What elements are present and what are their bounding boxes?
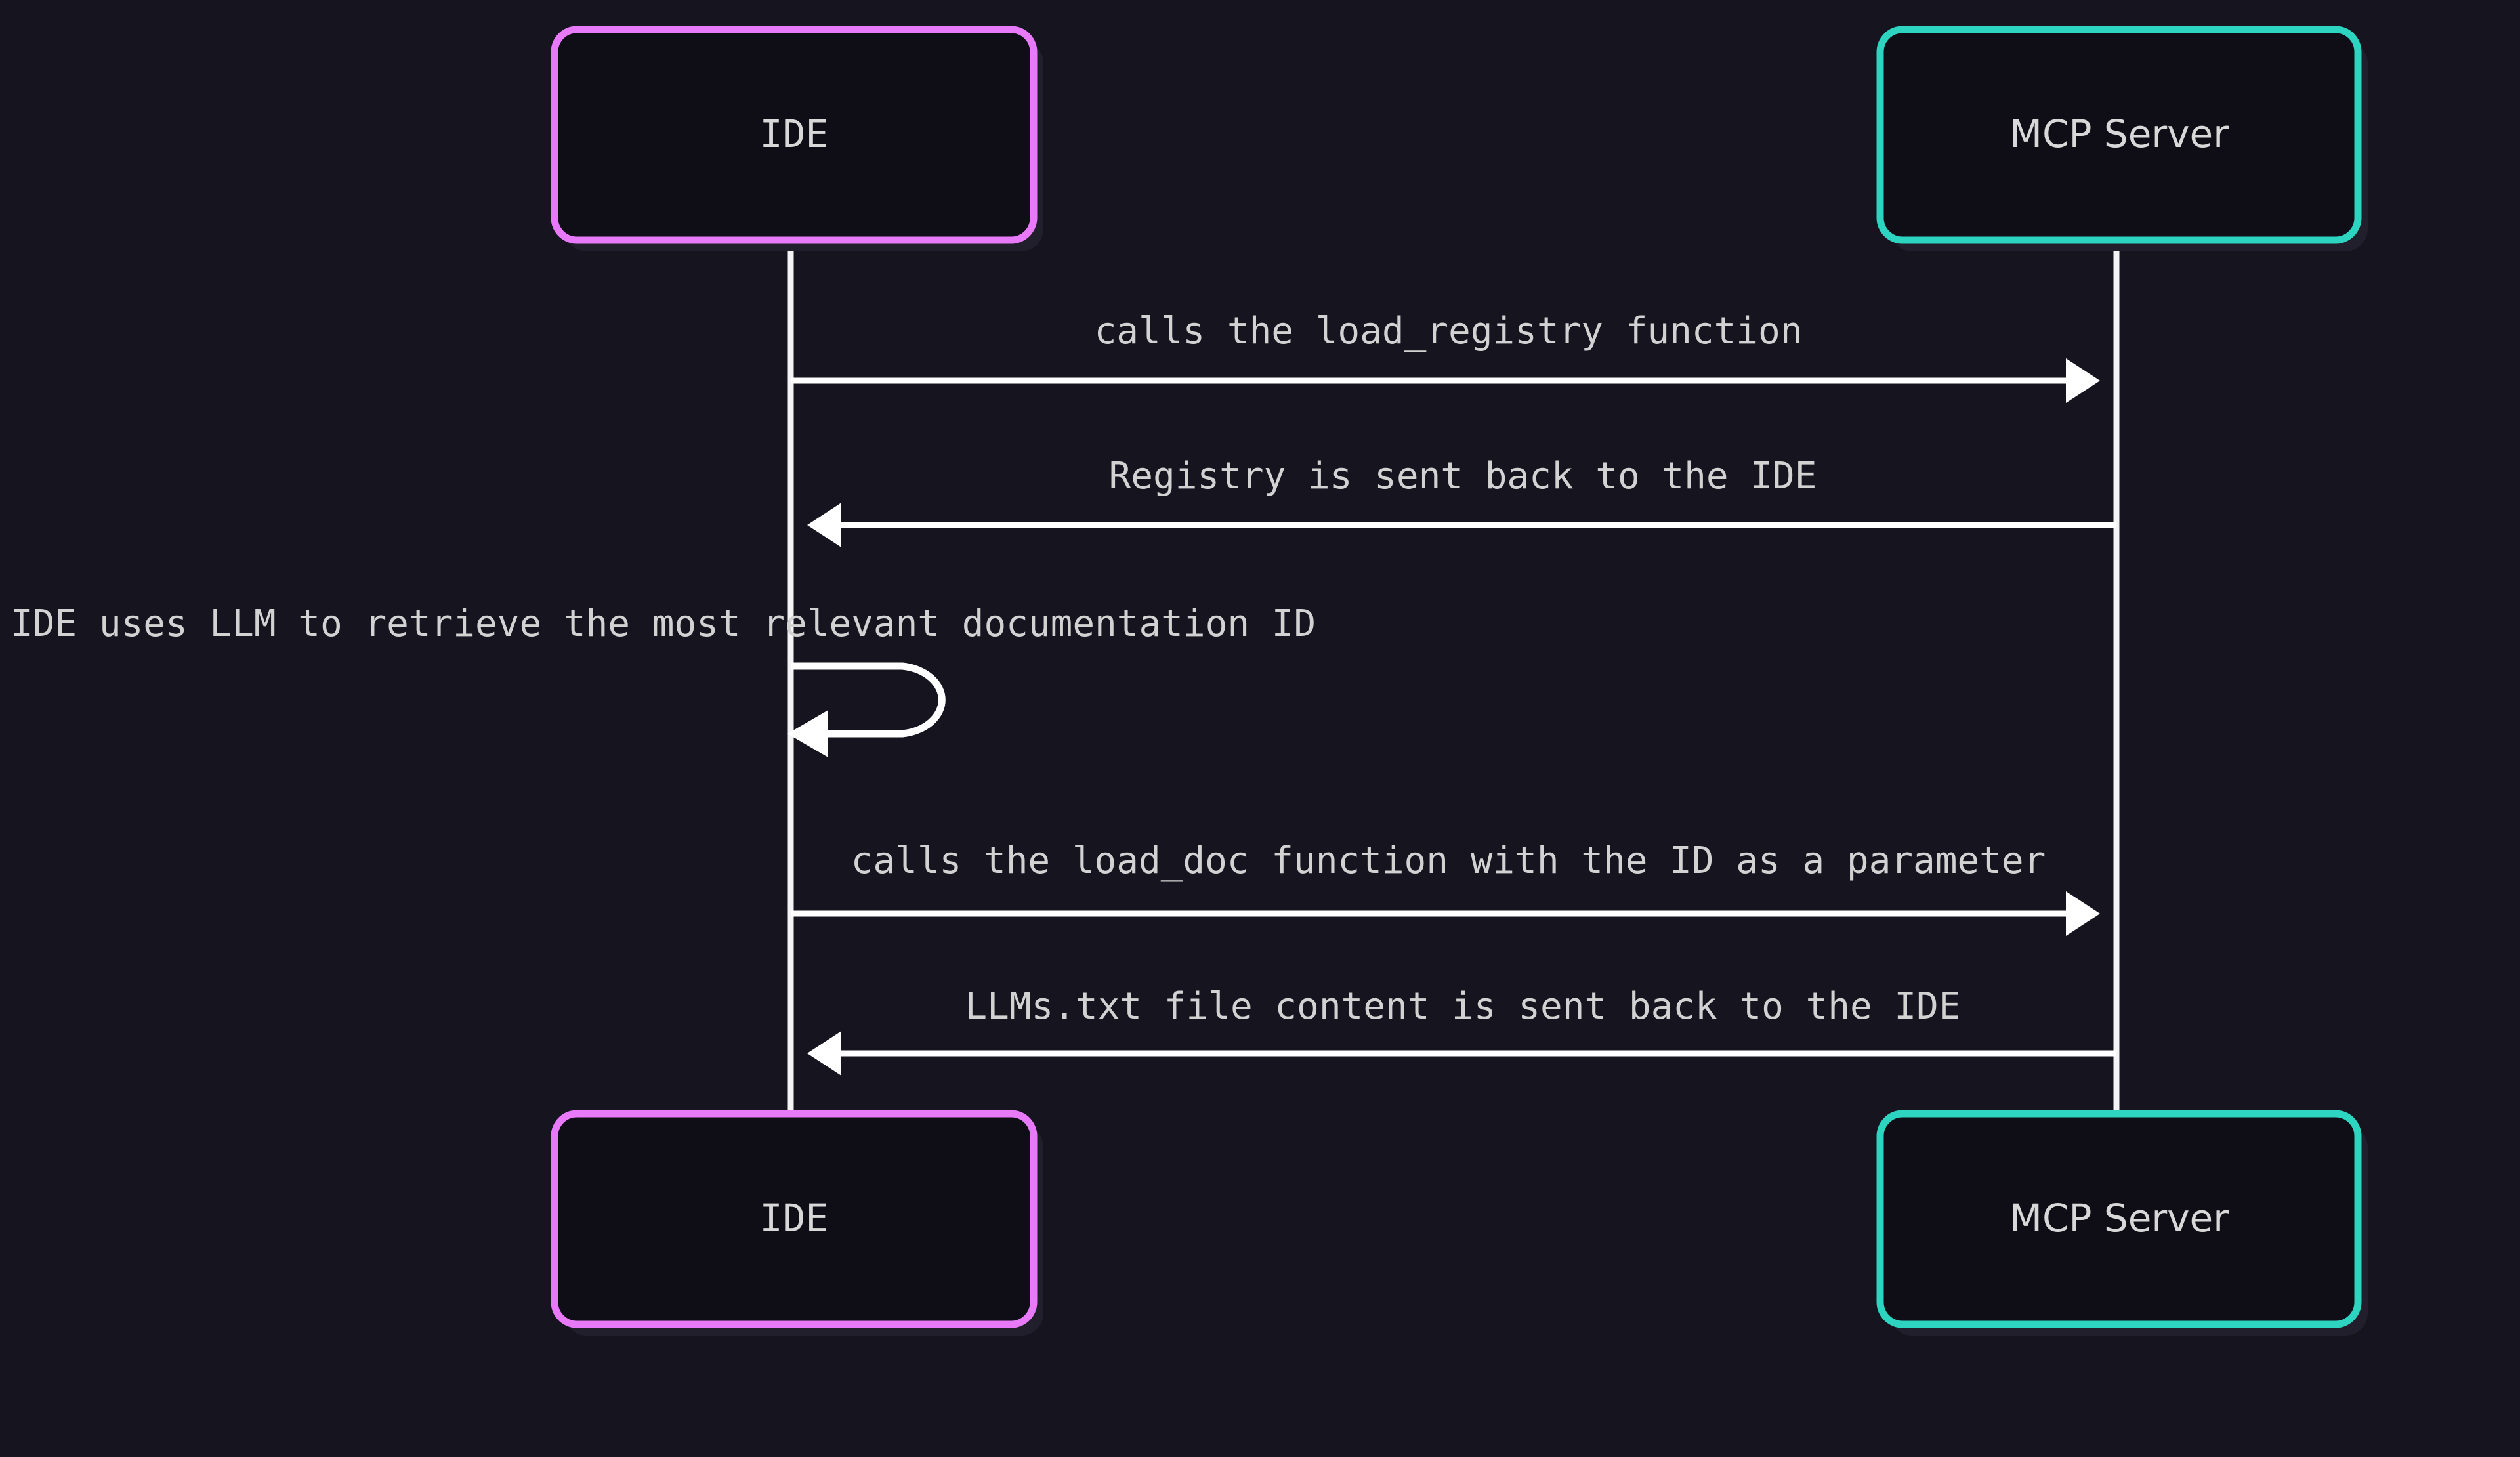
actor-box-mcp-bottom-frame [1876, 1110, 2362, 1328]
message-2[interactable]: Registry is sent back to the IDE [807, 455, 2116, 547]
message-5-label: LLMs.txt file content is sent back to th… [965, 985, 1960, 1028]
actor-label-ide-top: IDE [760, 112, 829, 156]
actor-box-ide-bottom-frame [551, 1110, 1038, 1328]
actor-box-ide-top[interactable]: IDE [551, 26, 1043, 251]
message-4[interactable]: calls the load_doc function with the ID … [791, 839, 2100, 936]
message-5-arrowhead [807, 1031, 841, 1076]
message-4-arrowhead [2066, 891, 2100, 936]
message-2-label: Registry is sent back to the IDE [1109, 455, 1817, 497]
message-3-loop-path [791, 662, 946, 738]
actor-box-ide-top-frame [551, 26, 1038, 244]
actor-box-ide-bottom[interactable]: IDE [551, 1110, 1043, 1336]
actor-box-mcp-top[interactable]: MCP Server [1876, 26, 2368, 251]
actor-label-ide-bottom: IDE [760, 1196, 829, 1240]
message-1-label: calls the load_registry function [1095, 310, 1803, 352]
message-3-self-loop[interactable]: IDE uses LLM to retrieve the most releva… [10, 602, 1316, 757]
message-5[interactable]: LLMs.txt file content is sent back to th… [807, 985, 2116, 1076]
message-4-label: calls the load_doc function with the ID … [851, 839, 2046, 882]
lifelines-group [788, 241, 2120, 1116]
actor-label-mcp-top: MCP Server [2009, 112, 2229, 156]
actor-label-mcp-bottom: MCP Server [2009, 1196, 2229, 1240]
message-1-arrowhead [2066, 358, 2100, 403]
message-3-label: IDE uses LLM to retrieve the most releva… [10, 602, 1316, 645]
actor-box-mcp-top-frame [1876, 26, 2362, 244]
message-1[interactable]: calls the load_registry function [791, 310, 2100, 403]
actor-box-mcp-bottom[interactable]: MCP Server [1876, 1110, 2368, 1336]
message-2-arrowhead [807, 503, 841, 547]
message-3-arrowhead [788, 710, 828, 757]
